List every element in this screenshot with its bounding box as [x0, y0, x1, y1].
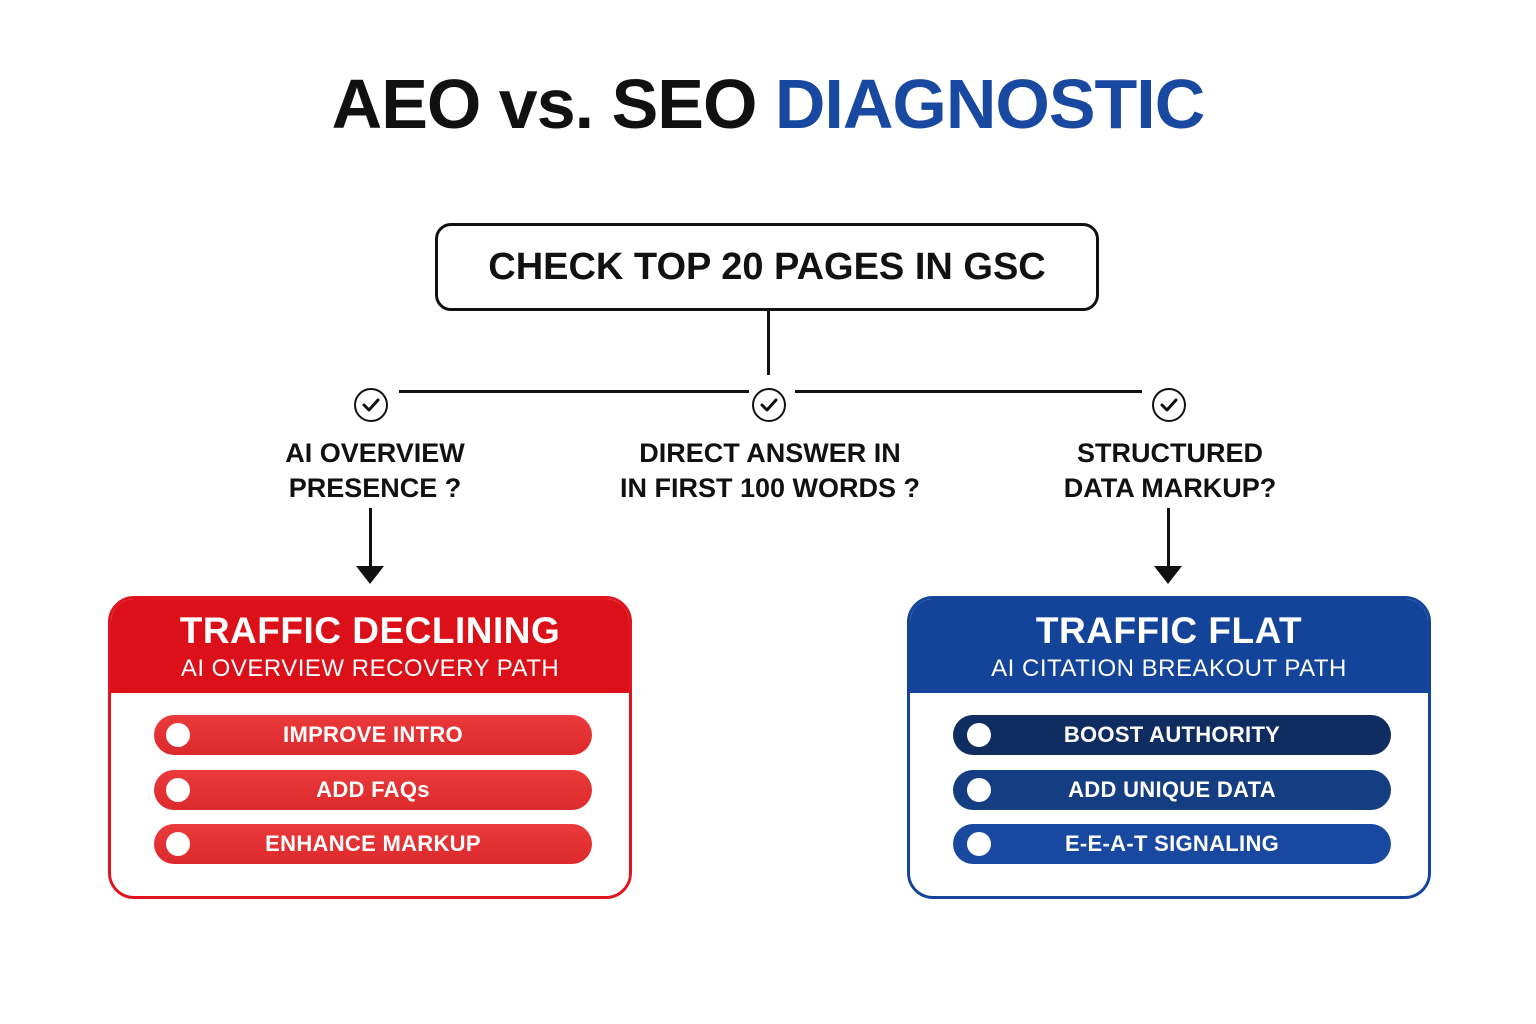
- connector-horizontal-right: [795, 390, 1142, 393]
- action-add-faqs[interactable]: ADD FAQs: [154, 770, 592, 810]
- card-subtitle: AI CITATION BREAKOUT PATH: [991, 655, 1347, 682]
- connector-horizontal-left: [399, 390, 749, 393]
- question-ai-overview: AI OVERVIEW PRESENCE ?: [285, 438, 465, 503]
- card-title: TRAFFIC FLAT: [1035, 610, 1303, 651]
- check-circle-icon: [1152, 388, 1186, 422]
- card-header: TRAFFIC FLAT AI CITATION BREAKOUT PATH: [910, 599, 1428, 693]
- title-main: AEO vs. SEO: [331, 65, 758, 143]
- title-accent: DIAGNOSTIC: [774, 65, 1205, 143]
- page-title: AEO vs. SEO DIAGNOSTIC: [0, 62, 1536, 146]
- check-circle-icon: [752, 388, 786, 422]
- start-node: CHECK TOP 20 PAGES IN GSC: [435, 223, 1099, 311]
- action-enhance-markup[interactable]: ENHANCE MARKUP: [154, 824, 592, 864]
- action-boost-authority[interactable]: BOOST AUTHORITY: [953, 715, 1391, 755]
- bullet-dot-icon: [967, 778, 991, 802]
- check-circle-icon: [354, 388, 388, 422]
- action-improve-intro[interactable]: IMPROVE INTRO: [154, 715, 592, 755]
- path-card-declining: TRAFFIC DECLINING AI OVERVIEW RECOVERY P…: [108, 596, 632, 899]
- bullet-dot-icon: [967, 832, 991, 856]
- bullet-dot-icon: [166, 832, 190, 856]
- card-header: TRAFFIC DECLINING AI OVERVIEW RECOVERY P…: [111, 599, 629, 693]
- card-title: TRAFFIC DECLINING: [179, 610, 561, 651]
- bullet-dot-icon: [967, 723, 991, 747]
- arrow-right-shaft: [1167, 508, 1170, 568]
- bullet-dot-icon: [166, 723, 190, 747]
- connector-vertical-main: [767, 311, 770, 375]
- action-eeat-signaling[interactable]: E-E-A-T SIGNALING: [953, 824, 1391, 864]
- bullet-dot-icon: [166, 778, 190, 802]
- card-subtitle: AI OVERVIEW RECOVERY PATH: [180, 655, 560, 682]
- arrow-left-shaft: [369, 508, 372, 568]
- action-add-unique-data[interactable]: ADD UNIQUE DATA: [953, 770, 1391, 810]
- path-card-flat: TRAFFIC FLAT AI CITATION BREAKOUT PATH B…: [907, 596, 1431, 899]
- start-node-label: CHECK TOP 20 PAGES IN GSC: [488, 245, 1046, 288]
- question-structured-data: STRUCTURED DATA MARKUP?: [1063, 438, 1277, 503]
- arrow-down-icon: [1154, 566, 1182, 584]
- question-direct-answer: DIRECT ANSWER IN IN FIRST 100 WORDS ?: [619, 438, 921, 503]
- arrow-down-icon: [356, 566, 384, 584]
